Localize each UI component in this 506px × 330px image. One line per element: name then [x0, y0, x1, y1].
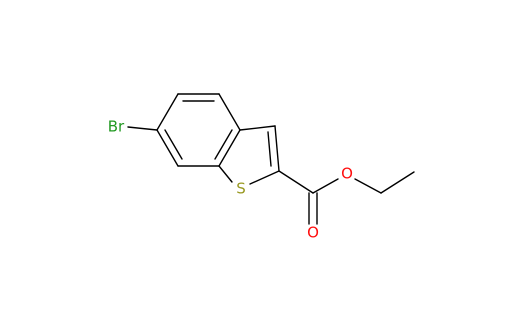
bond-c2-ccarbonyl — [278, 170, 314, 194]
bond-c3-c2-inner — [267, 131, 272, 167]
bond-c3-c2 — [274, 125, 280, 172]
bond-c2-s — [249, 170, 280, 185]
atom-label-s: S — [236, 180, 246, 198]
bond-s-c7a — [218, 165, 233, 183]
atom-label-o-ester: O — [341, 165, 353, 183]
bond-c3a-c7a-inner — [214, 129, 233, 160]
bond-c3a-c3 — [239, 125, 276, 131]
bond-c6-c4 — [156, 93, 179, 131]
bond-c6-br — [127, 126, 158, 131]
atom-label-br: Br — [108, 118, 125, 136]
bond-ccarbonyl-oester — [312, 178, 339, 194]
bond-c3a-c7a — [218, 129, 241, 167]
bond-oester-ch2 — [354, 178, 382, 194]
bond-c6-c7-inner — [164, 129, 183, 160]
bond-c5-c3a — [218, 93, 241, 131]
bond-ch2-ch3 — [380, 171, 415, 194]
bond-c7-c6 — [156, 129, 179, 167]
atom-label-o-carbonyl: O — [307, 224, 319, 242]
